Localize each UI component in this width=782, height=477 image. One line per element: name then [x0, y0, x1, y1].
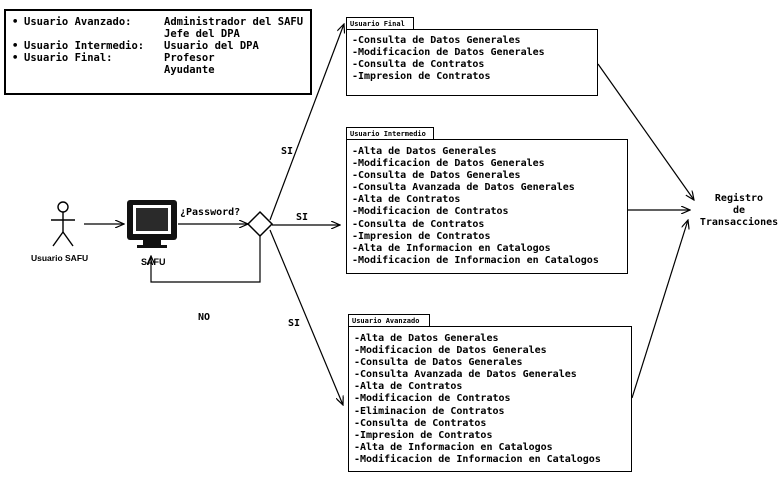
panel-title-intermedio: Usuario Intermedio	[346, 127, 434, 140]
list-item: -Modificacion de Datos Generales	[354, 345, 547, 357]
panel-title-avanzado: Usuario Avanzado	[348, 314, 430, 327]
permission-list-avanzado: -Alta de Datos Generales -Modificacion d…	[354, 333, 626, 466]
list-item: -Consulta de Contratos	[352, 218, 485, 230]
list-item: -Alta de Contratos	[354, 381, 463, 393]
list-item: -Consulta de Datos Generales	[352, 35, 521, 46]
list-item: -Consulta de Contratos	[352, 59, 485, 71]
system-label: SAFU	[141, 257, 166, 267]
si-top-label: SI	[281, 146, 294, 157]
panel-title-final: Usuario Final	[346, 17, 414, 30]
list-item: -Eliminacion de Contratos	[354, 405, 505, 417]
list-item: -Modificacion de Datos Generales	[352, 158, 545, 170]
panel-usuario-intermedio: -Alta de Datos Generales -Modificacion d…	[346, 139, 628, 274]
panel-usuario-avanzado: -Alta de Datos Generales -Modificacion d…	[348, 326, 632, 472]
actor-label: Usuario SAFU	[31, 253, 89, 263]
legend-row: Ayudante	[164, 64, 215, 76]
legend-row: • Usuario Final: Profesor	[12, 52, 215, 64]
list-item: -Consulta de Datos Generales	[352, 170, 521, 182]
panel-usuario-final: -Consulta de Datos Generales -Modificaci…	[346, 29, 598, 96]
list-item: -Modificacion de Contratos	[354, 393, 511, 405]
list-item: -Consulta Avanzada de Datos Generales	[354, 369, 577, 381]
avanzado-to-registro-arrow	[631, 220, 688, 399]
list-item: -Consulta de Contratos	[354, 417, 487, 429]
list-item: -Consulta Avanzada de Datos Generales	[352, 182, 575, 194]
list-item: -Modificacion de Informacion en Catalogo…	[352, 254, 599, 266]
computer-monitor-icon	[127, 200, 177, 248]
no-loop-arrow	[151, 236, 261, 283]
si-bottom-label: SI	[288, 318, 301, 329]
legend-row: • Usuario Avanzado: Administrador del SA…	[12, 16, 304, 28]
si-bottom-arrow	[269, 229, 343, 405]
legend-row: • Usuario Intermedio: Usuario del DPA	[12, 40, 259, 52]
si-top-arrow	[269, 24, 344, 221]
list-item: -Alta de Datos Generales	[354, 333, 499, 344]
list-item: -Modificacion de Informacion en Catalogo…	[354, 453, 601, 465]
list-item: -Impresion de Contratos	[352, 230, 491, 242]
registro-transacciones-label: Registro de Transacciones	[699, 193, 779, 228]
actor-icon	[51, 201, 75, 247]
permission-list-intermedio: -Alta de Datos Generales -Modificacion d…	[352, 146, 622, 267]
password-label: ¿Password?	[180, 207, 241, 218]
no-label: NO	[198, 312, 211, 323]
final-to-registro-arrow	[597, 63, 694, 200]
list-item: -Impresion de Contratos	[354, 429, 493, 441]
list-item: -Consulta de Datos Generales	[354, 357, 523, 369]
legend-row: Jefe del DPA	[164, 28, 240, 40]
list-item: -Alta de Informacion en Catalogos	[352, 242, 551, 254]
user-roles-legend: • Usuario Avanzado: Administrador del SA…	[4, 9, 312, 95]
list-item: -Alta de Datos Generales	[352, 146, 497, 157]
list-item: -Modificacion de Datos Generales	[352, 47, 545, 59]
si-mid-label: SI	[296, 212, 309, 223]
list-item: -Alta de Informacion en Catalogos	[354, 441, 553, 453]
list-item: -Modificacion de Contratos	[352, 206, 509, 218]
password-decision-diamond	[246, 210, 274, 238]
list-item: -Impresion de Contratos	[352, 71, 491, 83]
permission-list-final: -Consulta de Datos Generales -Modificaci…	[352, 35, 592, 83]
list-item: -Alta de Contratos	[352, 194, 461, 206]
